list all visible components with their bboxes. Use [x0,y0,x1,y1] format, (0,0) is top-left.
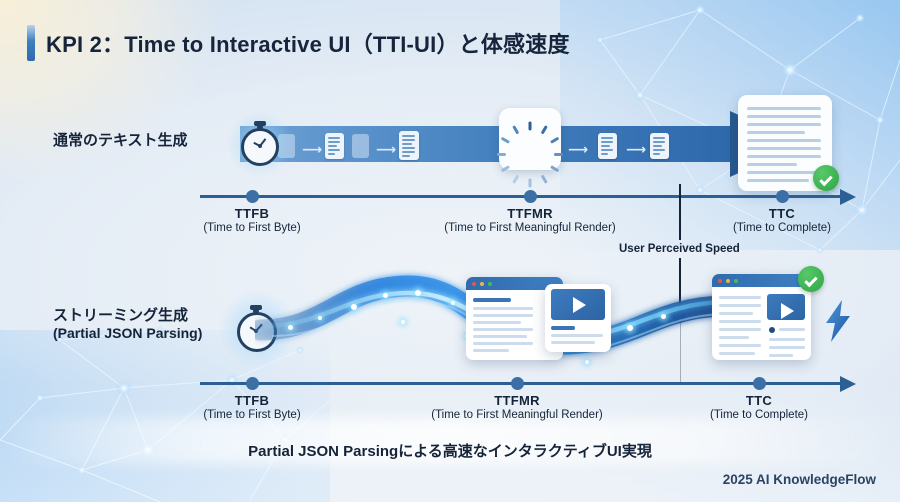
window-dot-red [472,281,476,286]
user-perceived-speed-guide [679,322,681,382]
tick-key: TTFB [234,206,270,221]
sequence-arrow-icon: ⟶ [302,141,323,157]
sequence-arrow-icon: ⟶ [568,141,589,157]
tick-key: TTC [745,393,773,408]
stream-particle [383,293,388,298]
row-label-streaming-main: ストリーミング生成 [53,307,189,324]
tick-value: (Time to First Meaningful Render) [431,409,603,421]
tick-streaming-ttc: TTC (Time to Complete) [659,393,859,421]
stream-particle [451,301,455,305]
stream-particle [585,360,589,364]
spinner-icon [497,108,563,188]
window-dot-green [488,281,492,286]
timeline-streaming-marker-ttc [752,377,766,390]
stream-particle [318,316,322,320]
user-perceived-speed-leader-line-upper [679,184,681,240]
tick-streaming-ttfmr: TTFMR (Time to First Meaningful Render) [367,393,667,421]
window-titlebar [466,277,563,290]
tick-value: (Time to Complete) [733,222,831,234]
timeline-normal-axis [200,195,845,198]
play-icon [573,297,586,313]
tick-value: (Time to First Byte) [203,409,301,421]
stream-particle [401,320,405,324]
row-label-normal: 通常のテキスト生成 [53,132,188,149]
token-chip [352,134,369,158]
row-label-streaming: ストリーミング生成 (Partial JSON Parsing) [53,306,202,343]
lightning-bolt-icon [823,300,853,347]
timeline-normal-marker-ttfmr [523,190,537,203]
window-titlebar [712,274,811,287]
timeline-normal-arrowhead [840,188,856,205]
tick-key: TTFMR [494,393,540,408]
play-icon [781,303,794,319]
sequence-arrow-icon: ⟶ [376,141,397,157]
stream-particle [627,325,633,331]
timeline-streaming-marker-ttfmr [510,377,524,390]
tick-value: (Time to First Byte) [203,222,301,234]
title-accent-bar [27,25,35,61]
window-dot-red [718,278,722,283]
user-perceived-speed-leader-line-lower [679,258,681,316]
timeline-normal-marker-ttfb [245,190,259,203]
window-dot-green [734,278,738,283]
tick-key: TTC [768,206,796,221]
caption-glow [0,418,900,464]
page-title: KPI 2：Time to Interactive UI（TTI-UI）と体感速… [46,32,570,57]
sequence-arrow-icon: ⟶ [626,141,647,157]
bottom-caption: Partial JSON Parsingによる高速なインタラクティブUI実現 [248,443,652,460]
stream-particle [415,290,421,296]
stopwatch-icon [227,111,293,177]
tick-key: TTFMR [507,206,553,221]
stream-particle [661,314,666,319]
tick-normal-ttfb: TTFB (Time to First Byte) [152,206,352,234]
timeline-streaming-marker-ttfb [245,377,259,390]
window-dot-yellow [726,278,730,283]
mini-document-icon [598,133,617,159]
completed-render-window [712,274,811,360]
tick-key: TTFB [234,393,270,408]
tick-value: (Time to First Meaningful Render) [444,222,616,234]
tick-value: (Time to Complete) [710,409,808,421]
success-check-icon [798,266,824,292]
timeline-normal-marker-ttc [775,190,789,203]
stream-particle [288,325,293,330]
window-heading-bar [473,298,511,302]
success-check-icon [813,165,839,191]
tick-normal-ttfmr: TTFMR (Time to First Meaningful Render) [380,206,680,234]
timeline-streaming-arrowhead [840,375,856,392]
mini-document-icon [325,133,344,159]
loading-spinner-card [497,108,563,188]
tick-streaming-ttfb: TTFB (Time to First Byte) [152,393,352,421]
user-perceived-speed-label: User Perceived Speed [619,243,740,255]
window-heading-bar [551,326,575,330]
stream-particle [351,304,357,310]
row-label-streaming-sub: (Partial JSON Parsing) [53,325,203,342]
mini-document-icon [399,131,419,160]
tick-normal-ttc: TTC (Time to Complete) [682,206,882,234]
footer-brand: 2025 AI KnowledgeFlow [722,472,876,487]
partial-render-window-overlay [545,284,611,352]
bullet-dot [769,327,775,333]
arrow-band-contents: ⟶ ⟶ ⟶ ⟶ [240,120,800,168]
window-dot-yellow [480,281,484,286]
mini-document-icon [650,133,669,159]
